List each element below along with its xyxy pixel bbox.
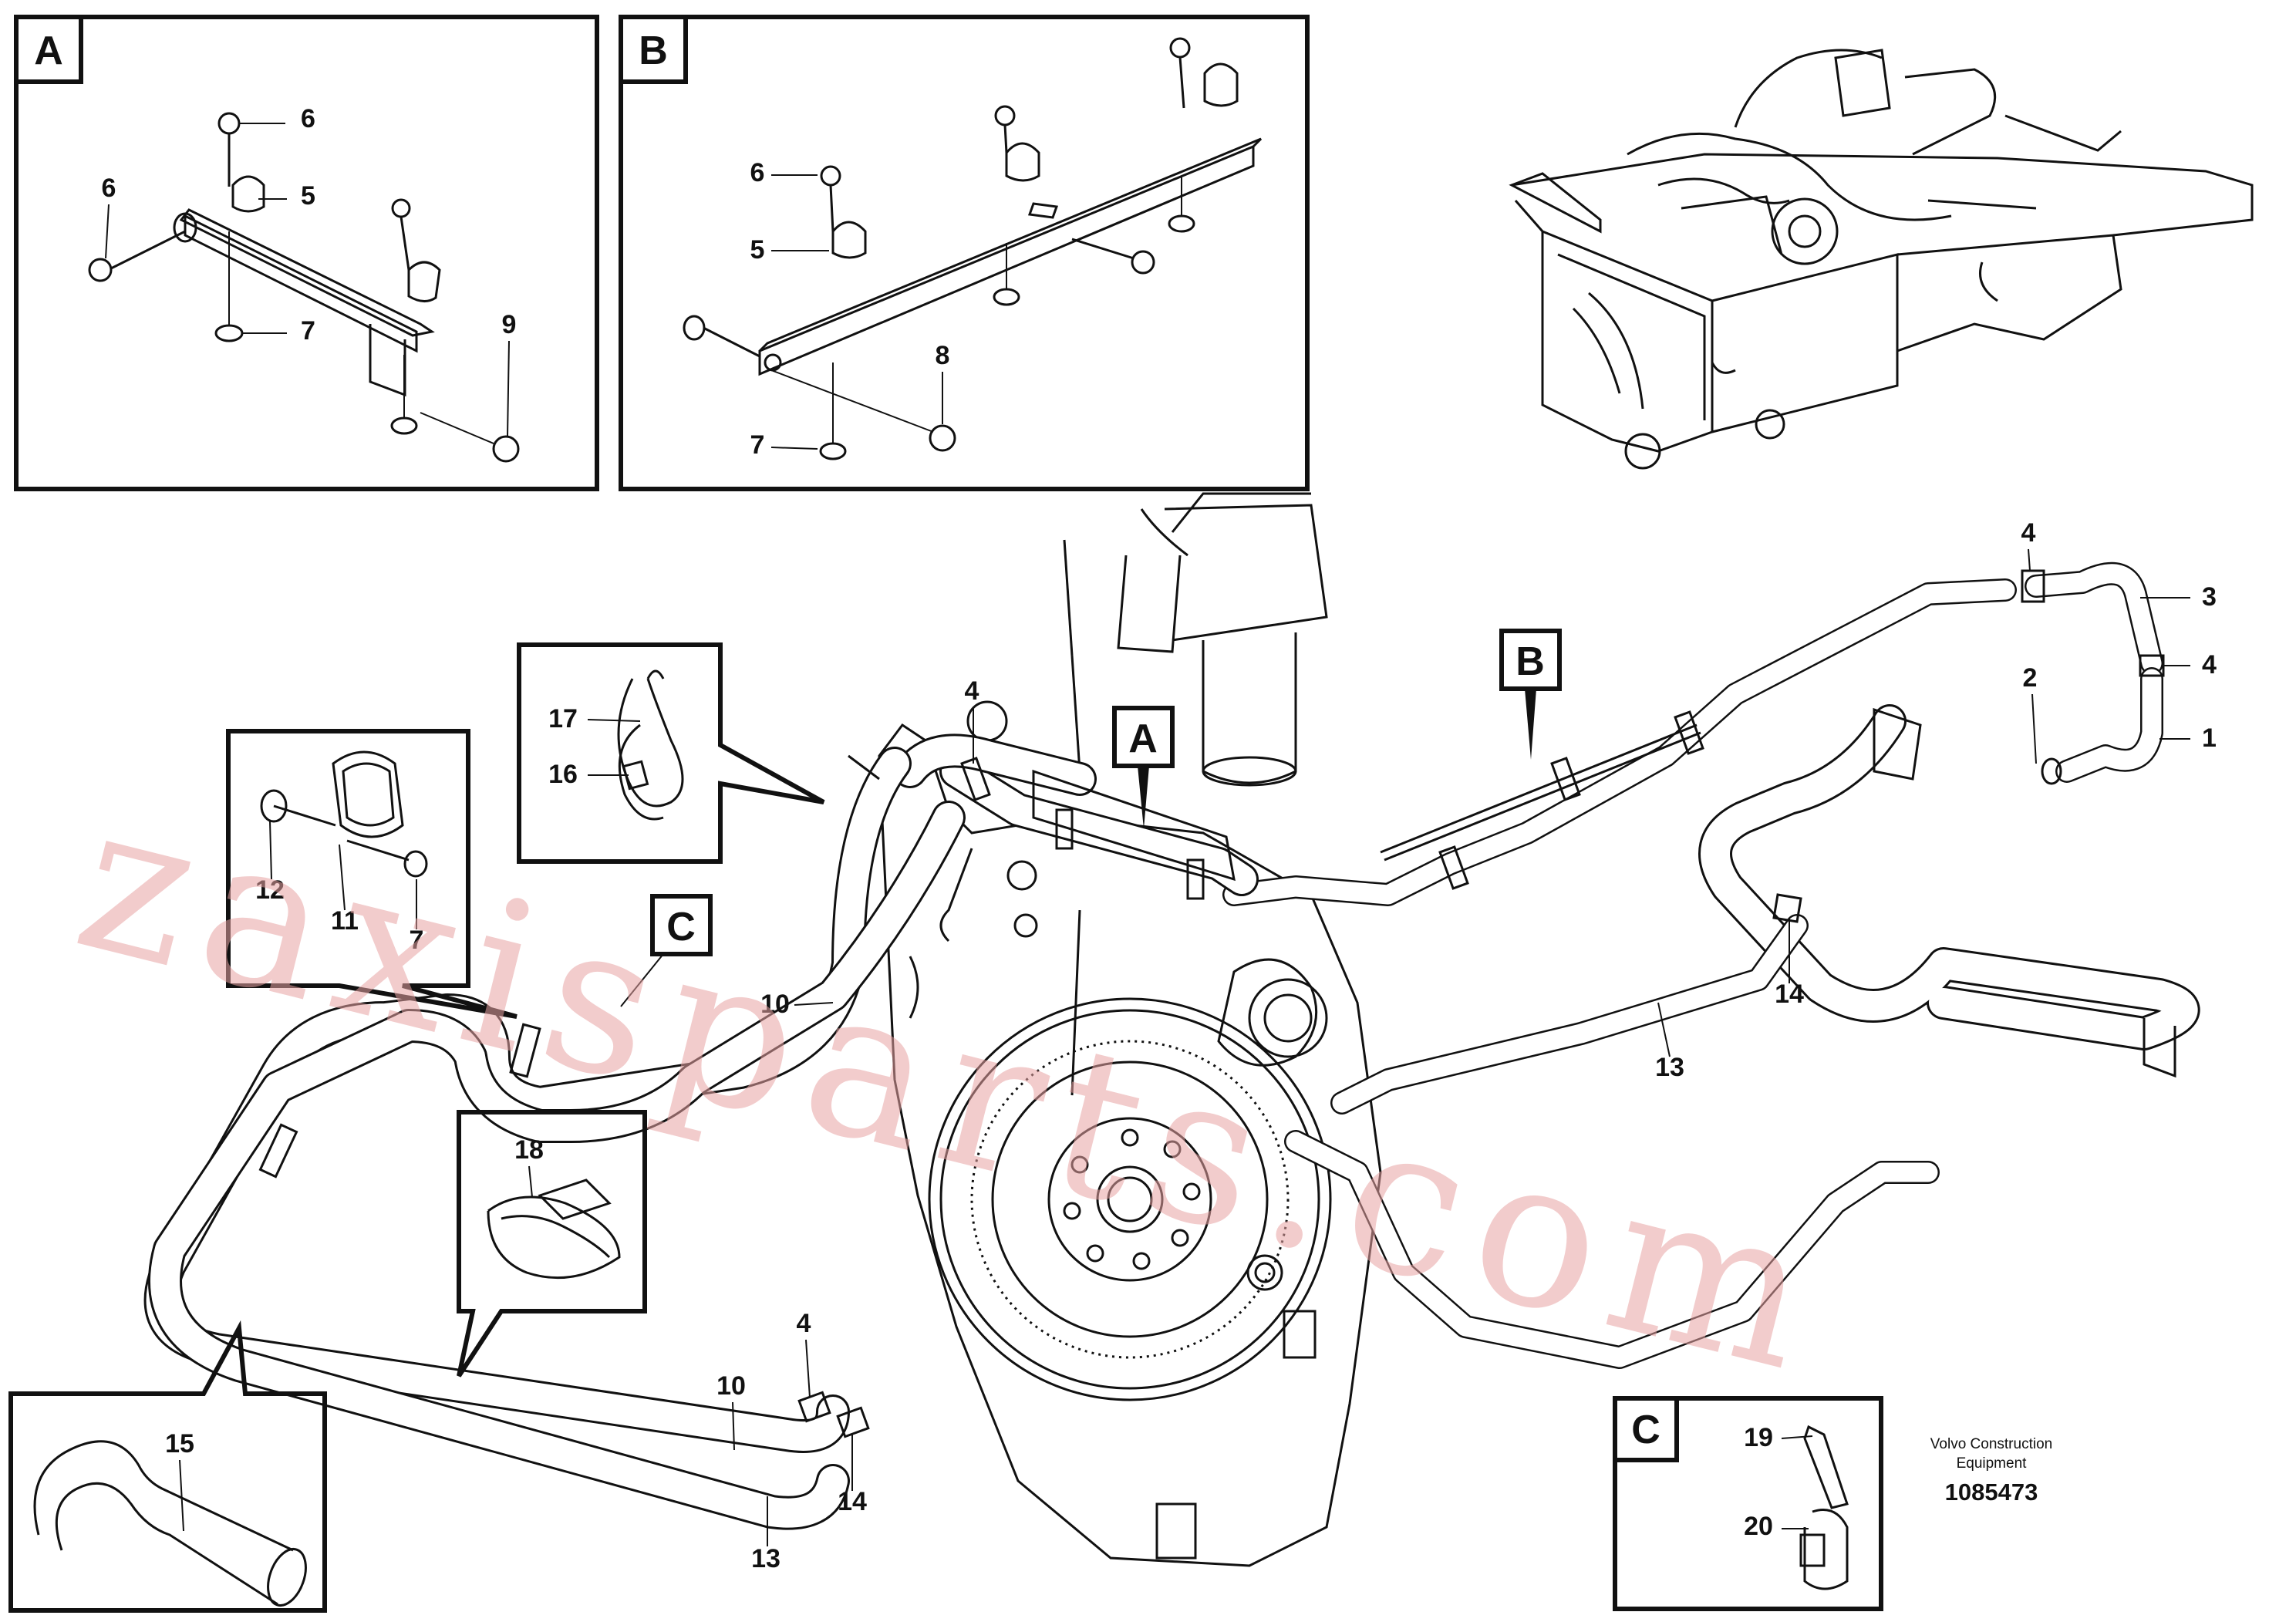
callout-16: 16 <box>548 760 578 789</box>
pointer-label-c-text: C <box>666 905 696 949</box>
callout-13-right: 13 <box>1655 1053 1684 1082</box>
callout-a-6-left: 6 <box>102 174 116 203</box>
inset-hose-bend: 15 <box>8 1320 327 1613</box>
bracket-a-drawing <box>88 112 520 463</box>
inset-cable-tie: 17 16 <box>517 642 825 864</box>
callout-a-9: 9 <box>502 310 517 339</box>
bracket-b-drawing <box>683 37 1263 460</box>
callout-11: 11 <box>331 906 359 936</box>
flywheel-bolts <box>1063 1128 1201 1270</box>
callout-b-5: 5 <box>750 235 765 265</box>
main-view-callouts: 4 3 4 2 1 4 10 13 14 4 10 14 13 <box>716 518 2217 1573</box>
callout-2: 2 <box>2023 663 2038 693</box>
callout-10-upper: 10 <box>760 990 790 1019</box>
callout-b-8: 8 <box>936 341 950 370</box>
callout-14-bottom: 14 <box>838 1487 867 1516</box>
callout-a-6-top: 6 <box>301 104 315 133</box>
pointer-label-a: A <box>1112 706 1175 829</box>
pointer-label-b: B <box>1499 629 1562 760</box>
callout-1: 1 <box>2202 723 2217 753</box>
callout-b-7: 7 <box>750 430 765 460</box>
callout-4-top: 4 <box>2021 518 2036 548</box>
callout-18: 18 <box>514 1135 544 1165</box>
detail-box-b-label: B <box>639 29 668 73</box>
callout-20: 20 <box>1744 1512 1773 1541</box>
callout-17: 17 <box>548 704 578 733</box>
title-block: Volvo Construction Equipment 1085473 <box>1930 1436 2052 1506</box>
detail-box-b: B <box>619 15 1310 491</box>
callout-15: 15 <box>165 1429 194 1458</box>
inset-band: 18 <box>457 1110 647 1378</box>
callout-a-5: 5 <box>301 181 315 211</box>
hose-assembly <box>143 561 2200 1530</box>
callout-7-clamp: 7 <box>410 926 424 955</box>
watermark-text: zaxisparts.com <box>58 757 1849 1420</box>
callout-a-7: 7 <box>301 316 315 346</box>
callout-19: 19 <box>1744 1423 1773 1452</box>
callout-14-right: 14 <box>1775 980 1804 1009</box>
callout-4-engine: 4 <box>965 676 979 706</box>
callout-4-right: 4 <box>2202 650 2217 679</box>
callout-4-bottom: 4 <box>797 1309 811 1338</box>
drawing-number: 1085473 <box>1945 1479 2038 1506</box>
detail-box-b-callouts: 6 5 7 8 <box>750 158 950 460</box>
detail-box-a-callouts: 6 6 5 7 9 <box>102 104 517 437</box>
brand-line-1: Volvo Construction <box>1930 1436 2052 1452</box>
inset-clamp: 12 11 7 <box>226 729 518 1019</box>
pointer-label-c: C <box>620 894 713 1007</box>
callout-12: 12 <box>255 875 285 905</box>
detail-box-c: C 19 20 <box>1613 1396 1883 1611</box>
brand-line-2: Equipment <box>1957 1455 2028 1472</box>
callout-13-bottom: 13 <box>751 1544 781 1573</box>
engine-assembly <box>878 492 1382 1567</box>
pointer-label-a-text: A <box>1128 717 1158 761</box>
callout-10-lower: 10 <box>716 1371 746 1401</box>
machine-frame-overview <box>1509 49 2254 470</box>
detail-box-c-label: C <box>1631 1408 1660 1452</box>
callout-3: 3 <box>2202 582 2217 612</box>
detail-box-a: A 6 6 5 <box>14 15 599 491</box>
callout-b-6: 6 <box>750 158 765 187</box>
watermark: zaxisparts.com <box>58 757 1849 1420</box>
pointer-label-b-text: B <box>1515 639 1545 684</box>
detail-box-a-label: A <box>34 29 63 73</box>
